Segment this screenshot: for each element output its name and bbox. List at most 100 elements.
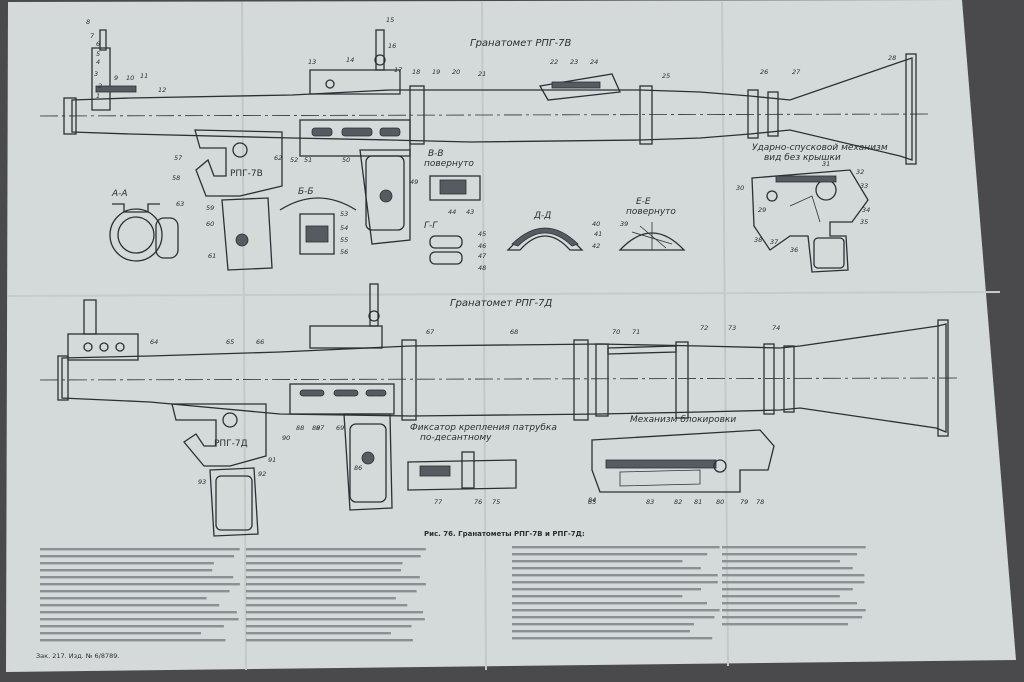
callout-number: 77 bbox=[434, 498, 443, 506]
callout-number: 59 bbox=[206, 204, 214, 212]
legend-text-line bbox=[722, 553, 858, 556]
callout-number: 22 bbox=[550, 58, 558, 66]
legend-text-line bbox=[722, 546, 866, 549]
callout-number: 60 bbox=[206, 220, 214, 228]
trigger-caption-2: вид без крышки bbox=[764, 153, 841, 163]
callout-number: 38 bbox=[754, 236, 762, 244]
legend-text-line bbox=[512, 595, 683, 598]
callout-number: 89 bbox=[312, 424, 320, 432]
legend-text-line bbox=[246, 548, 426, 551]
legend-text-line bbox=[722, 616, 863, 619]
callout-number: 74 bbox=[772, 324, 780, 332]
callout-number: 17 bbox=[394, 66, 403, 74]
callout-number: 41 bbox=[594, 230, 602, 238]
callout-number: 40 bbox=[592, 220, 600, 228]
callout-number: 18 bbox=[412, 68, 420, 76]
callout-number: 86 bbox=[354, 464, 362, 472]
callout-number: 70 bbox=[612, 328, 620, 336]
paper-sheet bbox=[6, 0, 1016, 672]
callout-number: 67 bbox=[426, 328, 435, 336]
callout-number: 92 bbox=[258, 470, 266, 478]
legend-text-line bbox=[722, 609, 866, 612]
legend-text-line bbox=[246, 618, 425, 621]
legend-text-line bbox=[246, 569, 401, 572]
callout-number: 57 bbox=[174, 154, 183, 162]
callout-number: 20 bbox=[452, 68, 460, 76]
legend-text-line bbox=[512, 630, 690, 633]
legend-text-line bbox=[246, 604, 408, 607]
footer-print: Зак. 217. Изд. № 6/8789. bbox=[36, 652, 119, 660]
callout-number: 1 bbox=[96, 92, 100, 100]
callout-number: 53 bbox=[340, 210, 348, 218]
legend-text-line bbox=[512, 588, 701, 591]
callout-number: 43 bbox=[466, 208, 474, 216]
callout-number: 14 bbox=[346, 56, 354, 64]
callout-number: 52 bbox=[290, 156, 298, 164]
callout-number: 34 bbox=[862, 206, 870, 214]
callout-number: 44 bbox=[448, 208, 456, 216]
legend-text-line bbox=[512, 616, 715, 619]
lock-caption: Механизм блокировки bbox=[630, 415, 736, 425]
grip-label-bottom: РПГ-7Д bbox=[214, 439, 248, 449]
section-gg: Г-Г bbox=[424, 221, 438, 231]
callout-number: 29 bbox=[758, 206, 766, 214]
callout-number: 27 bbox=[792, 68, 801, 76]
callout-number: 23 bbox=[570, 58, 578, 66]
callout-number: 31 bbox=[822, 160, 830, 168]
section-dd: Д-Д bbox=[533, 211, 551, 221]
callout-number: 2 bbox=[98, 82, 102, 90]
top-title: Гранатомет РПГ-7В bbox=[470, 38, 571, 49]
section-ee-sub: повернуто bbox=[626, 207, 676, 217]
callout-number: 55 bbox=[340, 236, 348, 244]
fold-line bbox=[481, 1, 487, 671]
callout-number: 84 bbox=[588, 496, 596, 504]
callout-number: 82 bbox=[674, 498, 682, 506]
legend-text-line bbox=[722, 623, 848, 626]
callout-number: 16 bbox=[388, 42, 396, 50]
callout-number: 26 bbox=[760, 68, 768, 76]
legend-text-line bbox=[246, 576, 420, 579]
callout-number: 28 bbox=[888, 54, 896, 62]
legend-text-line bbox=[40, 576, 234, 579]
fold-line bbox=[241, 1, 247, 671]
callout-number: 10 bbox=[126, 74, 134, 82]
legend-text-line bbox=[246, 625, 412, 628]
callout-number: 76 bbox=[474, 498, 482, 506]
legend-text-line bbox=[246, 597, 396, 600]
latch-caption-1: Фиксатор крепления патрубка bbox=[410, 423, 557, 433]
legend-text-line bbox=[722, 574, 865, 577]
callout-number: 65 bbox=[226, 338, 234, 346]
legend-text-line bbox=[512, 581, 718, 584]
callout-number: 3 bbox=[94, 70, 98, 78]
trigger-mechanism-detail bbox=[751, 169, 869, 273]
callout-number: 80 bbox=[716, 498, 724, 506]
callout-number: 47 bbox=[478, 252, 487, 260]
callout-number: 39 bbox=[620, 220, 628, 228]
callout-number: 46 bbox=[478, 242, 486, 250]
callout-number: 5 bbox=[96, 50, 100, 58]
section-ee: Е-Е bbox=[636, 197, 651, 207]
legend-text-line bbox=[40, 562, 214, 565]
launcher-rpg7d bbox=[39, 283, 961, 537]
legend-text-line bbox=[512, 546, 720, 549]
legend-text-line bbox=[722, 595, 840, 598]
callout-number: 37 bbox=[770, 238, 779, 246]
section-bb: Б-Б bbox=[298, 187, 314, 197]
legend-text-line bbox=[512, 623, 694, 626]
legend-text-line bbox=[722, 581, 865, 584]
grip-label-top: РПГ-7В bbox=[230, 169, 263, 179]
callout-number: 81 bbox=[694, 498, 702, 506]
section-vv: В-В bbox=[428, 149, 444, 159]
section-aa: А-А bbox=[111, 189, 128, 199]
legend-text-line bbox=[722, 560, 840, 563]
callout-number: 62 bbox=[274, 154, 282, 162]
callout-number: 56 bbox=[340, 248, 348, 256]
callout-number: 73 bbox=[728, 324, 736, 332]
callout-number: 45 bbox=[478, 230, 486, 238]
legend-text-line bbox=[512, 560, 683, 563]
labels: Гранатомет РПГ-7В Гранатомет РПГ-7Д РПГ-… bbox=[36, 38, 888, 660]
callout-number: 72 bbox=[700, 324, 708, 332]
legend-text-line bbox=[40, 639, 226, 642]
callout-number: 61 bbox=[208, 252, 216, 260]
callout-number: 42 bbox=[592, 242, 600, 250]
